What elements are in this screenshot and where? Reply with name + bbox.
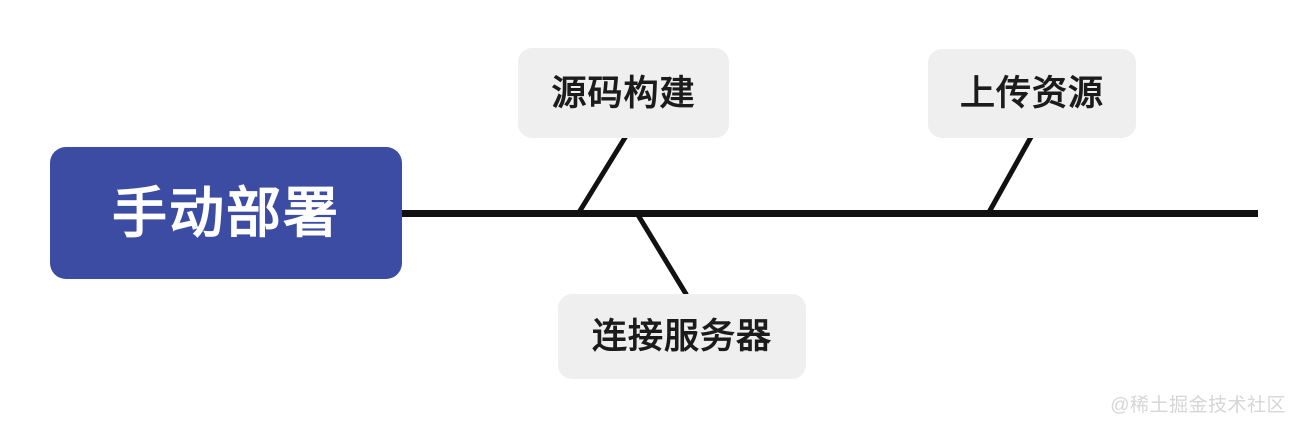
branch-node-label: 连接服务器 xyxy=(591,317,772,356)
rib-line-connect-server xyxy=(635,212,689,297)
root-node-label: 手动部署 xyxy=(111,181,340,244)
branch-node-source-build[interactable]: 源码构建 xyxy=(518,48,729,138)
rib-line-upload-resource xyxy=(985,134,1034,217)
rib-line-source-build xyxy=(575,133,629,217)
branch-node-label: 源码构建 xyxy=(551,73,696,113)
branch-node-upload-resource[interactable]: 上传资源 xyxy=(928,49,1136,138)
branch-node-connect-server[interactable]: 连接服务器 xyxy=(558,294,806,379)
watermark-text: @稀土掘金技术社区 xyxy=(1110,395,1286,416)
root-node-manual-deploy[interactable]: 手动部署 xyxy=(50,147,402,279)
branch-node-label: 上传资源 xyxy=(959,74,1104,113)
